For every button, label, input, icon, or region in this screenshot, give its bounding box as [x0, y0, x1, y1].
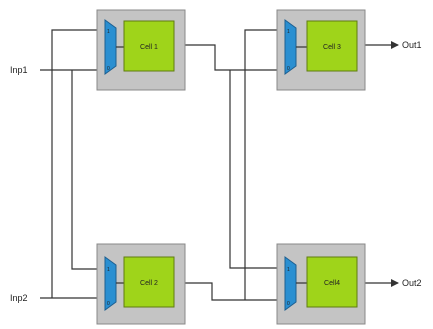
mux-icon: [284, 256, 297, 311]
cell-box: [306, 256, 358, 308]
inp2-to-cell1-wire: [51, 26, 106, 298]
cell-box: [306, 20, 358, 72]
mux-pin-top: 1: [107, 29, 110, 35]
cell-box: [123, 256, 175, 308]
block-cell-3: Cell 3 1 0: [276, 9, 366, 91]
mux-pin-top: 1: [287, 29, 290, 35]
input-label-inp2: Inp2: [10, 293, 28, 303]
mux-icon: [104, 256, 117, 311]
cell2-to-cell3-wire: [244, 26, 286, 300]
mux-icon: [104, 19, 117, 75]
cell-label: Cell 2: [140, 280, 158, 287]
mux-pin-bottom: 0: [287, 301, 290, 307]
mux-pin-top: 1: [107, 267, 110, 273]
output-label-out1: Out1: [402, 40, 422, 50]
cell-label: Cell 3: [323, 44, 341, 51]
block-cell-2: Cell 2 1 0: [96, 243, 186, 325]
mux-icon: [284, 19, 297, 75]
mux-pin-top: 1: [287, 267, 290, 273]
cell1-to-cell4-wire: [229, 70, 286, 272]
cell-label: Cell4: [324, 280, 340, 287]
output-label-out2: Out2: [402, 278, 422, 288]
cell-label: Cell 1: [140, 44, 158, 51]
cell2-to-cell4-wire: [185, 282, 286, 304]
block-cell-4: Cell4 1 0: [276, 243, 366, 325]
input-label-inp1: Inp1: [10, 65, 28, 75]
cell-box: [123, 20, 175, 72]
inp1-to-cell2-wire: [71, 70, 106, 273]
mux-pin-bottom: 0: [287, 66, 290, 72]
mux-pin-bottom: 0: [107, 66, 110, 72]
wires: [40, 26, 399, 304]
block-cell-1: Cell 1 1 0: [96, 9, 186, 91]
mux-pin-bottom: 0: [107, 301, 110, 307]
cell1-to-cell3-wire: [183, 44, 286, 74]
